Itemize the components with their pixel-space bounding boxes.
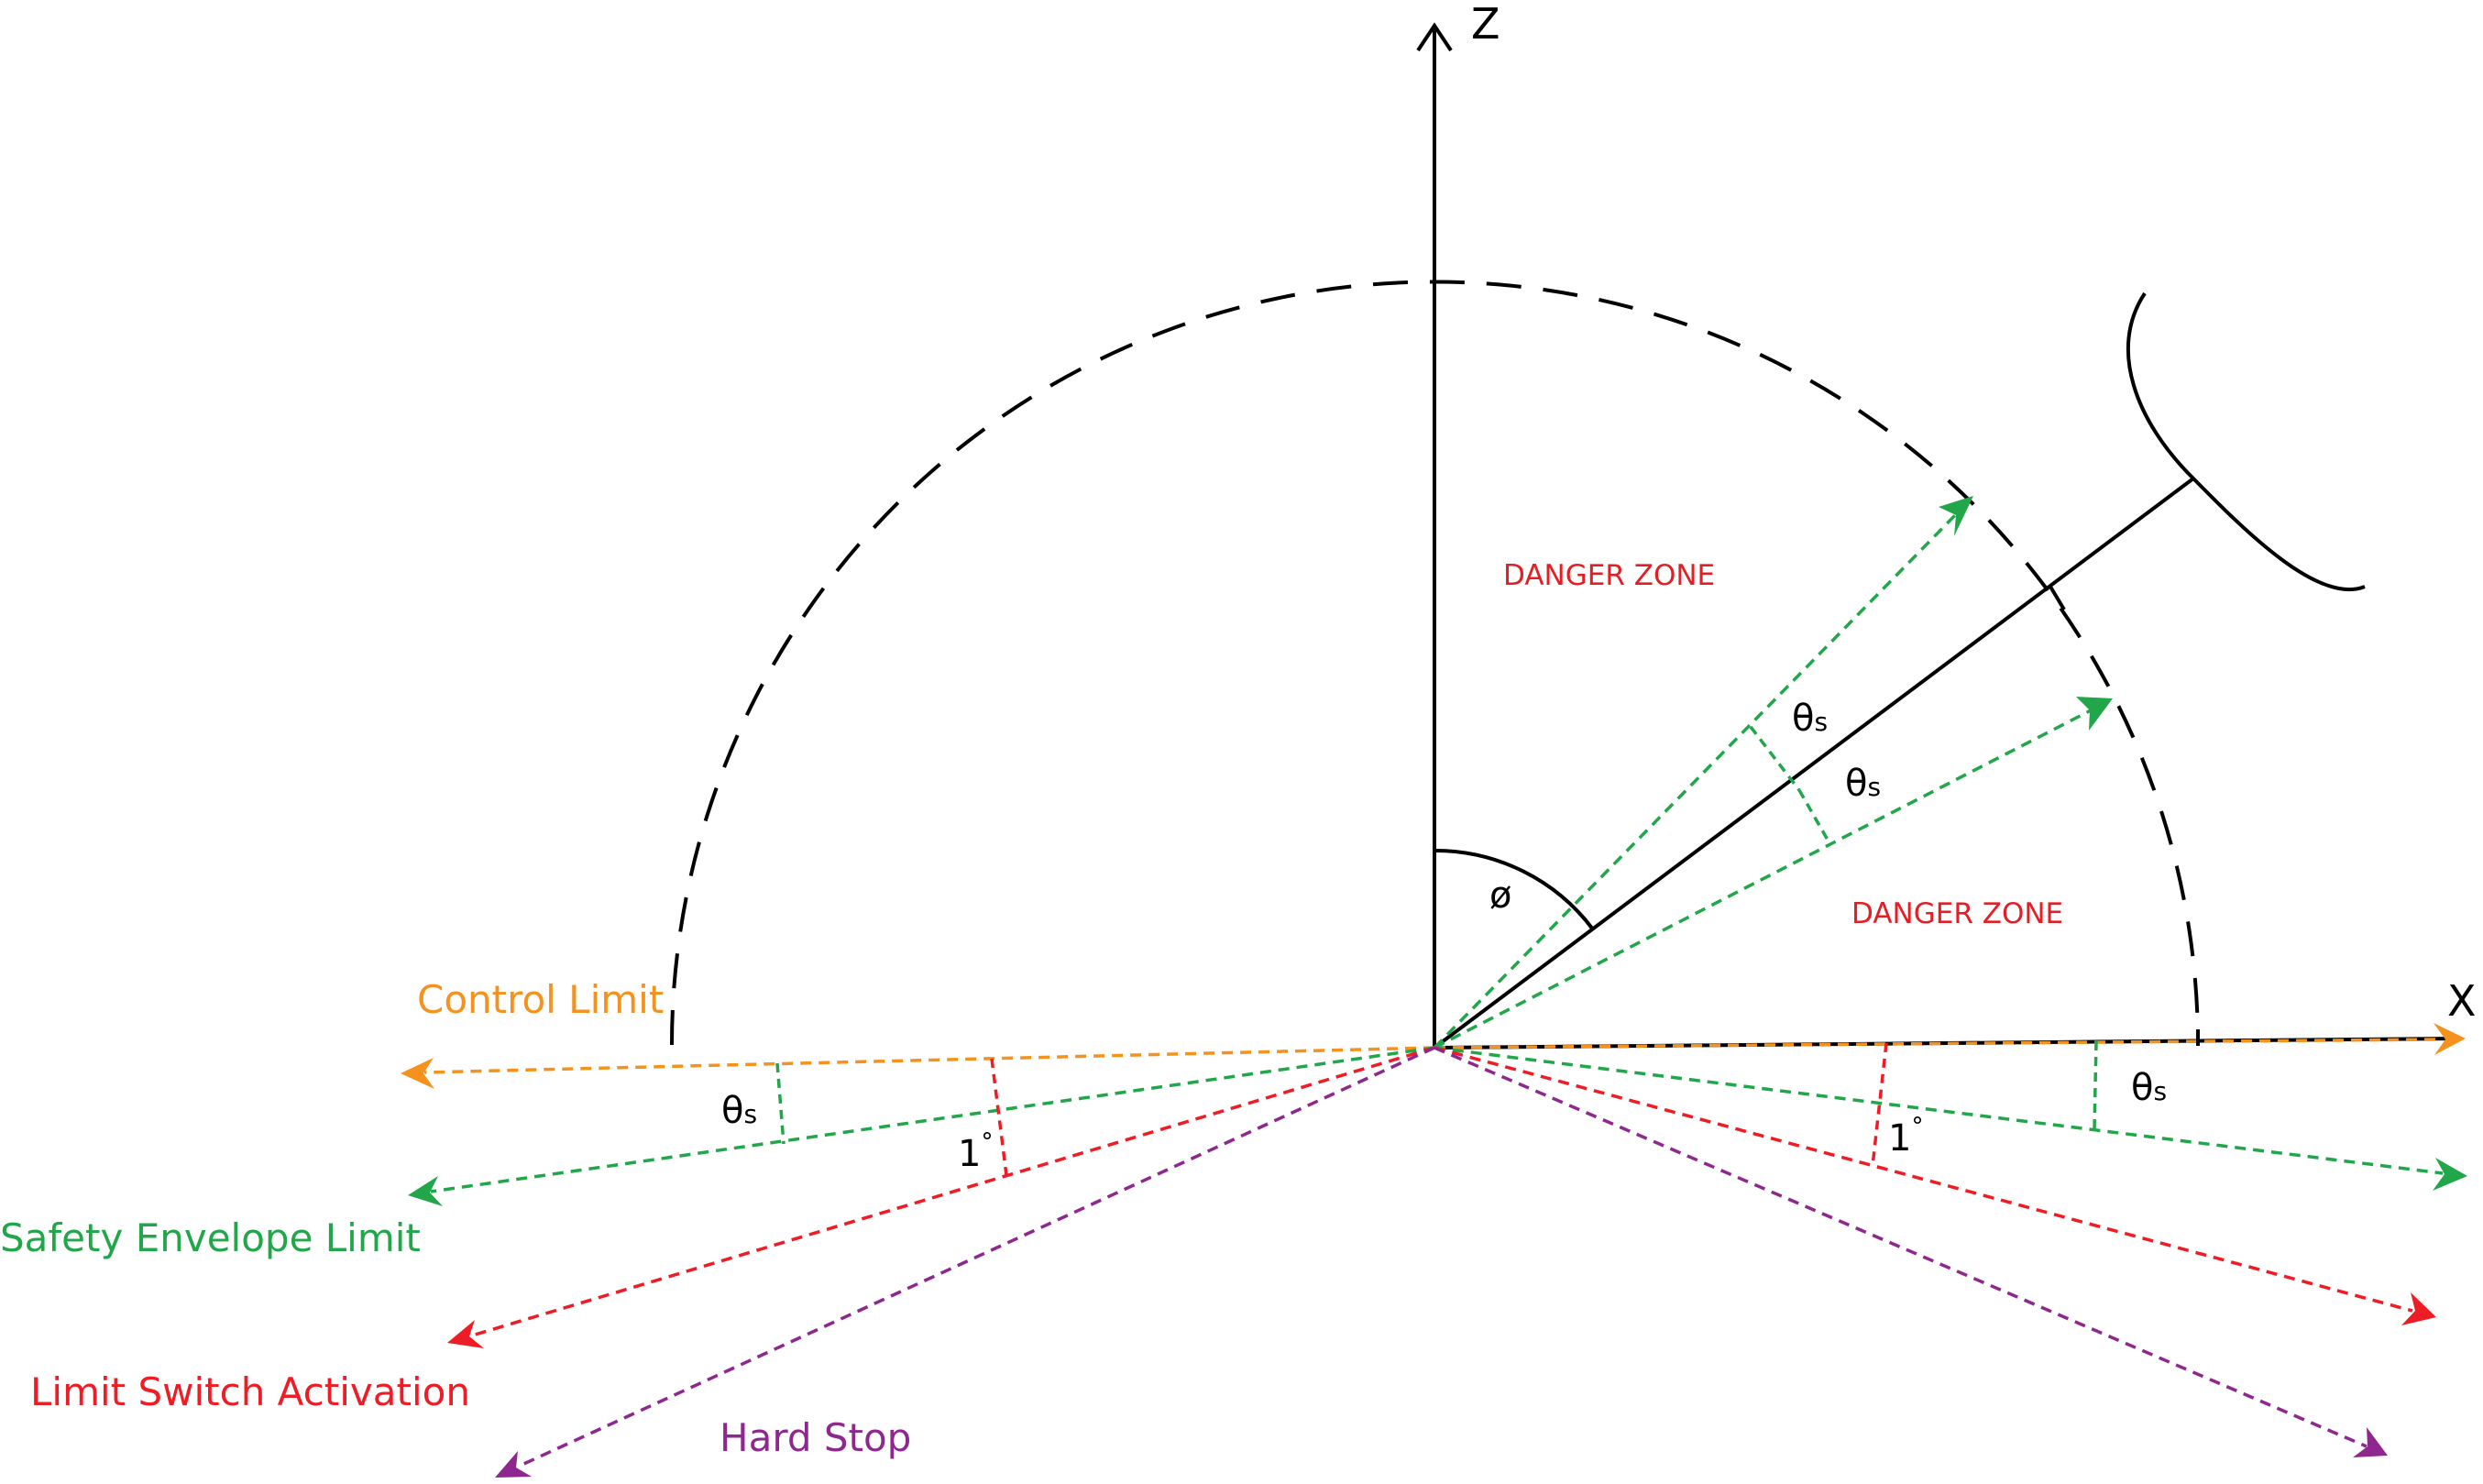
safety-envelope-right-arrowhead <box>2433 1158 2467 1191</box>
theta-connector-left <box>775 1062 786 1145</box>
safety-envelope-left <box>430 1046 1435 1193</box>
safety-ray-lower-arrowhead <box>2076 697 2113 731</box>
theta-label-boom-lower: θs <box>1845 763 1881 805</box>
one-degree-label-left: 1° <box>958 1128 993 1175</box>
control-limit-left-arrowhead <box>401 1058 434 1089</box>
control-limit-label: Control Limit <box>417 977 664 1022</box>
hard-stop-left <box>517 1046 1435 1468</box>
sensor-boom <box>1433 477 2195 1050</box>
safety-ray-upper-arrowhead <box>1939 496 1973 536</box>
hard-stop-label: Hard Stop <box>720 1415 911 1460</box>
z-axis-arrowhead <box>1416 22 1453 52</box>
limit-switch-right <box>1434 1046 2413 1313</box>
danger-zone-upper-label: DANGER ZONE <box>1503 559 1715 592</box>
boom-arc-tick <box>2049 585 2066 611</box>
phi-angle-arc <box>1434 848 1595 931</box>
one-degree-label-right: 1° <box>1888 1113 1923 1160</box>
phi-label: ø <box>1489 874 1511 917</box>
z-axis-label: Z <box>1471 0 1500 49</box>
theta-connector-right <box>2093 1040 2098 1130</box>
hard-stop-right-arrowhead <box>2353 1427 2388 1457</box>
safety-envelope-limit-label: Safety Envelope Limit <box>0 1215 421 1260</box>
control-limit-left <box>423 1046 1435 1074</box>
limit-switch-left-arrowhead <box>447 1320 484 1348</box>
limit-switch-right-arrowhead <box>2401 1292 2436 1325</box>
safety-ray-lower <box>1434 707 2095 1050</box>
one-degree-connector-right <box>1871 1042 1888 1167</box>
theta-label-right: θs <box>2131 1067 2167 1109</box>
theta-connector-upper <box>1749 725 1801 792</box>
theta-label-left: θs <box>721 1090 757 1132</box>
theta-label-boom-upper: θs <box>1792 698 1828 740</box>
safety-envelope-left-arrowhead <box>408 1176 443 1206</box>
control-limit-right <box>1434 1038 2439 1050</box>
sensor-dish <box>2126 291 2366 592</box>
x-axis-label: X <box>2447 976 2477 1026</box>
x-axis-arrowhead <box>2434 1023 2466 1055</box>
limit-switch-activation-label: Limit Switch Activation <box>30 1369 470 1414</box>
hard-stop-right <box>1434 1046 2368 1448</box>
safety-envelope-right <box>1434 1046 2444 1175</box>
one-degree-connector-left <box>990 1058 1008 1176</box>
limit-switch-left <box>471 1046 1435 1337</box>
theta-connector-lower <box>1797 789 1830 842</box>
hard-stop-left-arrowhead <box>495 1451 532 1478</box>
danger-zone-right-label: DANGER ZONE <box>1851 897 2063 930</box>
safety-ray-upper <box>1433 507 1963 1050</box>
